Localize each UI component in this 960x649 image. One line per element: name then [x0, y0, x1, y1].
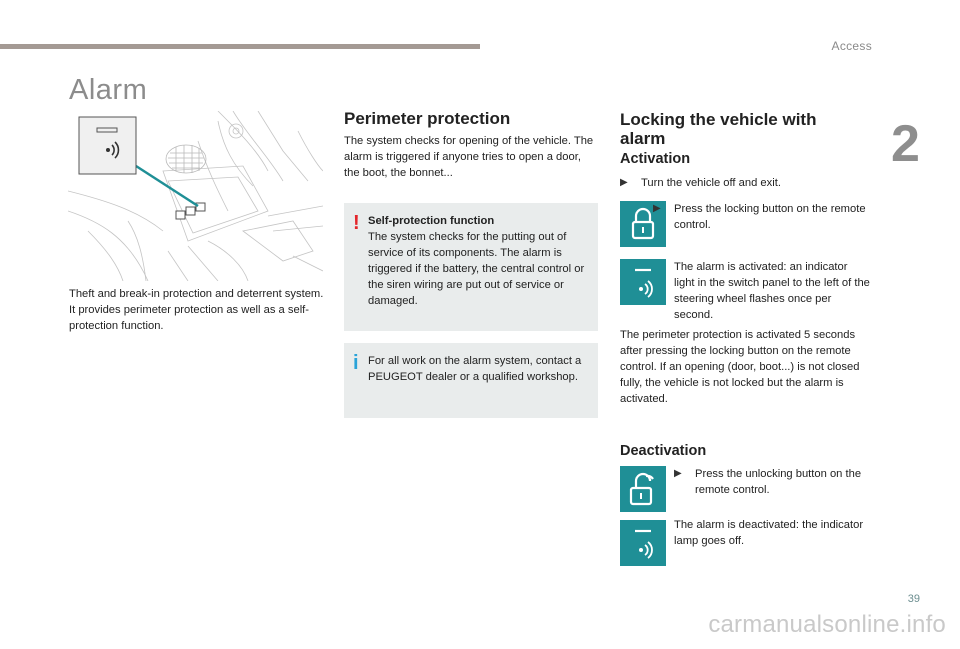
- header-rule: [0, 44, 480, 49]
- warning-box: ! Self-protection function The system ch…: [344, 203, 598, 331]
- alarm-indicator-icon: [620, 259, 666, 305]
- bullet-arrow-icon: ▶: [620, 177, 628, 188]
- deactivation-indicator-text: The alarm is deactivated: the indicator …: [674, 519, 864, 547]
- activation-step-1-text: Turn the vehicle off and exit.: [641, 177, 781, 189]
- perimeter-text: The system checks for opening of the veh…: [344, 135, 594, 179]
- dashboard-illustration: [68, 111, 323, 281]
- deactivation-step-1: ▶ Press the unlocking button on the remo…: [674, 466, 870, 498]
- warning-icon: !: [353, 212, 360, 234]
- chapter-number: 2: [891, 115, 920, 173]
- alarm-description: Theft and break-in protection and deterr…: [69, 288, 324, 332]
- bullet-arrow-icon: ▶: [674, 468, 682, 479]
- page-title: Alarm: [69, 74, 148, 106]
- activation-step-2: ▶ Press the locking button on the remote…: [653, 201, 868, 233]
- running-head: Access: [831, 39, 872, 53]
- info-box: i For all work on the alarm system, cont…: [344, 343, 598, 418]
- watermark: carmanualsonline.info: [708, 611, 946, 638]
- activation-indicator-text: The alarm is activated: an indicator lig…: [674, 261, 870, 321]
- perimeter-heading: Perimeter protection: [344, 109, 511, 128]
- warning-title: Self-protection function: [368, 215, 495, 227]
- activation-step-2-text: Press the locking button on the remote c…: [674, 203, 866, 231]
- warning-body: Self-protection function The system chec…: [368, 213, 586, 309]
- deactivation-step-1-text: Press the unlocking button on the remote…: [695, 468, 862, 496]
- activation-step-1: ▶ Turn the vehicle off and exit.: [620, 175, 870, 191]
- alarm-off-indicator-icon: [620, 520, 666, 566]
- locking-heading: Locking the vehicle with alarm: [620, 110, 817, 148]
- deactivation-heading: Deactivation: [620, 443, 707, 459]
- info-icon: i: [353, 352, 359, 374]
- info-text: For all work on the alarm system, contac…: [368, 355, 582, 383]
- lock-icon: [620, 201, 666, 247]
- unlock-icon: [620, 466, 666, 512]
- warning-text: The system checks for the putting out of…: [368, 231, 585, 307]
- activation-heading: Activation: [620, 151, 691, 167]
- bullet-arrow-icon: ▶: [653, 203, 661, 214]
- page-number: 39: [907, 593, 920, 605]
- activation-notes: The perimeter protection is activated 5 …: [620, 329, 860, 405]
